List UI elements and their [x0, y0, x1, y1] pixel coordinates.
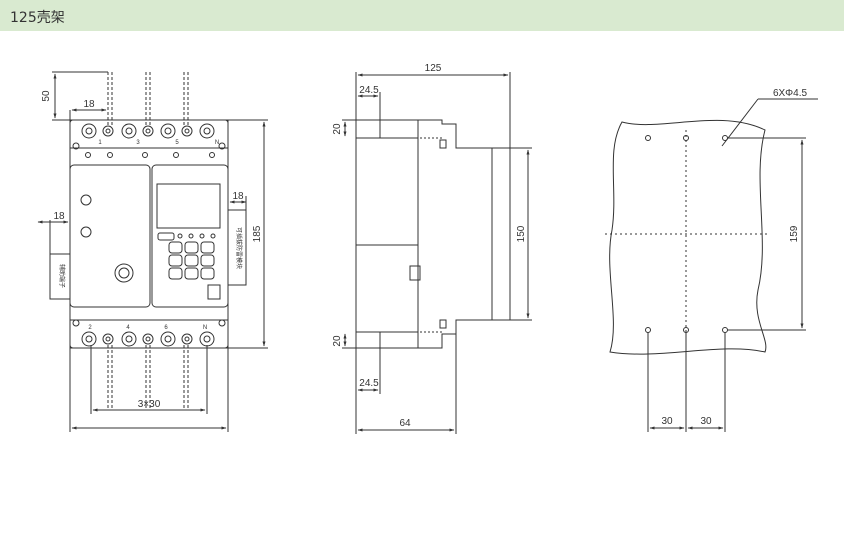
- front-mount-hole: [72, 142, 80, 150]
- terminal-label: 5: [175, 140, 179, 146]
- module-box: [227, 209, 247, 286]
- front-view: [37, 71, 268, 432]
- dim-width-125: 125: [425, 63, 442, 74]
- front-view-labels: 50 18 18 18 185 3×30 辅助端子 可插拔防雷模块 2 4 6 …: [41, 90, 263, 410]
- dim-left-30: 30: [661, 416, 673, 427]
- holes-view-labels: 6XΦ4.5 159 30 30: [661, 88, 807, 427]
- side-body: [355, 119, 493, 349]
- dim-height-185: 185: [252, 225, 263, 242]
- dim-pitch-top-18: 18: [83, 99, 95, 110]
- page-title: 125壳架: [10, 10, 65, 26]
- dim-side-18: 18: [53, 211, 65, 222]
- front-mount-hole: [72, 319, 80, 327]
- left-panel: [69, 164, 151, 308]
- dim-depth-150: 150: [516, 225, 527, 242]
- top-terminals: [81, 123, 215, 158]
- terminal-label: 1: [98, 140, 102, 146]
- module-label: 可插拔防雷模块: [235, 227, 243, 269]
- bottom-terminals: [81, 331, 215, 347]
- mounting-template-outline: [609, 119, 767, 355]
- dim-height-159: 159: [789, 225, 800, 242]
- bottom-terminal-strip: [69, 319, 229, 349]
- dim-top-offset: 24.5: [359, 85, 379, 96]
- side-view-labels: 125 24.5 20 150 20 24.5 64: [332, 63, 527, 429]
- holes-view: [605, 98, 818, 432]
- indicator-knob: [80, 194, 92, 206]
- mount-hole: [645, 135, 651, 141]
- dim-bot-h: 20: [332, 335, 343, 347]
- aux-terminal-label: 辅助端子: [58, 264, 66, 288]
- dim-side-right-18: 18: [232, 191, 244, 202]
- mount-hole: [645, 327, 651, 333]
- lcd-screen: [156, 183, 221, 229]
- front-body-outline: [69, 119, 229, 349]
- mount-hole: [722, 327, 728, 333]
- dim-top-h: 20: [332, 123, 343, 135]
- dim-bot-offset: 24.5: [359, 378, 379, 389]
- right-panel: [151, 164, 229, 308]
- front-mount-hole: [218, 319, 226, 327]
- top-terminal-strip: [69, 119, 229, 149]
- dim-right-30: 30: [700, 416, 712, 427]
- dim-top-50: 50: [41, 90, 52, 102]
- terminal-label: 3: [136, 140, 140, 146]
- terminal-label: 2: [88, 325, 92, 331]
- test-button: [114, 263, 134, 283]
- conductor-lines-bottom: [107, 345, 189, 410]
- header-bar: 125壳架: [0, 0, 844, 31]
- side-front-panel: [491, 147, 511, 321]
- terminal-label: 6: [164, 325, 168, 331]
- dim-bottom-3x30: 3×30: [138, 399, 161, 410]
- holes-spec-label: 6XΦ4.5: [773, 88, 808, 99]
- conductor-lines-top: [107, 72, 189, 125]
- terminal-label: 4: [126, 325, 130, 331]
- aux-terminal-box: [49, 253, 71, 300]
- indicator-knob: [80, 226, 92, 238]
- terminal-label: N: [203, 325, 207, 331]
- side-view: [342, 72, 532, 434]
- dim-base-64: 64: [399, 418, 411, 429]
- terminal-label: N: [215, 140, 219, 146]
- front-mount-hole: [218, 142, 226, 150]
